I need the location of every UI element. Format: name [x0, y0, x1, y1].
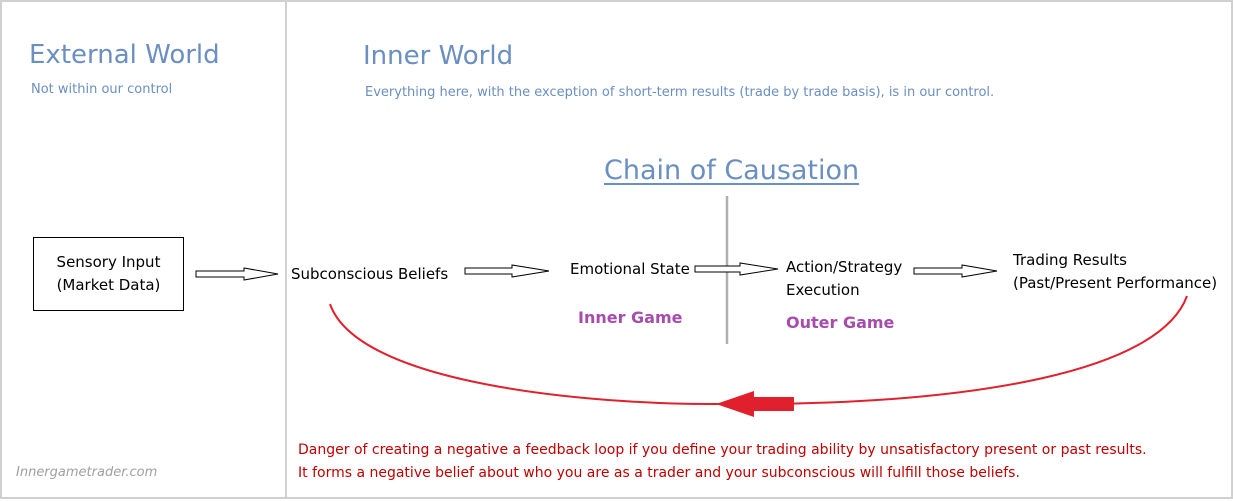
chain-arrows — [195, 262, 998, 281]
warning-text: Danger of creating a negative a feedback… — [298, 439, 1147, 485]
results-line2: (Past/Present Performance) — [1013, 274, 1218, 292]
arrow-input-to-beliefs — [195, 267, 279, 281]
feedback-loop-arrow — [716, 391, 794, 417]
feedback-loop-curve — [329, 295, 1188, 406]
chain-of-causation-title: Chain of Causation — [604, 155, 860, 186]
action-line1: Action/Strategy — [786, 258, 903, 276]
subconscious-beliefs-node: Subconscious Beliefs — [291, 265, 449, 283]
emotional-state-node: Emotional State — [570, 260, 690, 278]
action-strategy-node: Action/Strategy Execution — [786, 256, 902, 302]
external-world-subtitle: Not within our control — [31, 82, 173, 97]
arrow-emotional-to-action — [694, 262, 779, 276]
panel-divider — [285, 0, 287, 499]
watermark: Innergametrader.com — [16, 465, 158, 480]
warning-line1: Danger of creating a negative a feedback… — [298, 442, 1147, 458]
results-line1: Trading Results — [1013, 251, 1127, 269]
external-world-title: External World — [29, 40, 220, 70]
trading-results-node: Trading Results (Past/Present Performanc… — [1013, 249, 1217, 295]
outer-game-label: Outer Game — [786, 313, 895, 332]
arrow-beliefs-to-emotional — [464, 264, 550, 278]
external-world-panel — [0, 0, 287, 499]
inner-world-subtitle: Everything here, with the exception of s… — [365, 85, 995, 100]
inner-game-label: Inner Game — [578, 308, 683, 327]
inner-world-panel — [285, 0, 1233, 499]
market-data-label: (Market Data) — [56, 276, 161, 294]
action-line2: Execution — [786, 281, 860, 299]
inner-world-title: Inner World — [363, 41, 514, 71]
warning-line2: It forms a negative belief about who you… — [298, 465, 1020, 481]
arrow-action-to-results — [913, 264, 998, 278]
sensory-input-box: Sensory Input (Market Data) — [33, 237, 184, 311]
sensory-input-label: Sensory Input — [56, 253, 161, 271]
